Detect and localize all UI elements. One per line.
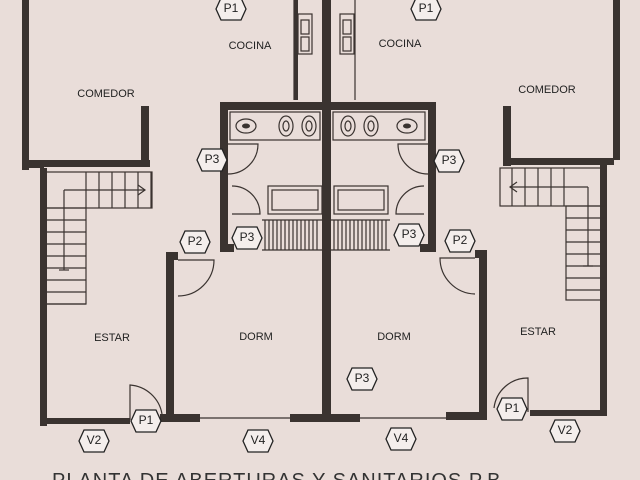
tag-v4-right: V4 [385,427,417,451]
room-label-estar-right: ESTAR [520,326,556,338]
svg-text:P3: P3 [442,153,457,167]
tag-p3-hall-left: P3 [231,226,263,250]
room-label-cocina-right: COCINA [379,38,422,50]
svg-text:P2: P2 [453,233,468,247]
tag-p1-top-left: P1 [215,0,247,21]
room-label-dorm-left: DORM [239,331,273,343]
tag-v2-right: V2 [549,419,581,443]
svg-text:P1: P1 [139,413,154,427]
room-label-dorm-right: DORM [377,331,411,343]
tag-p3-dorm: P3 [346,367,378,391]
tag-p3-bath-left: P3 [196,148,228,172]
svg-text:P1: P1 [505,401,520,415]
tag-v2-left: V2 [78,429,110,453]
room-label-comedor-left: COMEDOR [77,88,135,100]
svg-text:P1: P1 [419,1,434,15]
svg-text:P3: P3 [355,371,370,385]
svg-text:V4: V4 [251,433,266,447]
svg-text:V2: V2 [558,423,573,437]
svg-text:P3: P3 [402,227,417,241]
svg-text:V2: V2 [87,433,102,447]
tag-p3-bath-right: P3 [433,149,465,173]
bathroom-fixtures [229,111,426,215]
hall-hatching [262,219,390,251]
stairs-left [45,171,153,305]
tag-p1-bottom-left: P1 [130,409,162,433]
walls [22,0,620,426]
tag-p1-bottom-right: P1 [496,397,528,421]
tag-p2-right: P2 [444,229,476,253]
door-swings [129,143,529,420]
room-label-cocina-left: COCINA [229,40,272,52]
room-label-estar-left: ESTAR [94,332,130,344]
tag-p3-hall-right: P3 [393,223,425,247]
stairs-right [499,167,607,301]
svg-text:P1: P1 [224,1,239,15]
tag-p1-top-right: P1 [410,0,442,21]
svg-text:V4: V4 [394,431,409,445]
kitchen-sinks [297,13,355,55]
plan-title: PLANTA DE ABERTURAS Y SANITARIOS P.B. [52,470,508,480]
window-lines [50,0,600,421]
svg-text:P2: P2 [188,234,203,248]
tag-p2-left: P2 [179,230,211,254]
svg-text:P3: P3 [240,230,255,244]
room-labels: COCINA COCINA COMEDOR COMEDOR ESTAR ESTA… [77,38,576,344]
room-label-comedor-right: COMEDOR [518,84,576,96]
opening-tags: P1 P1 P3 P3 P2 P2 P3 P3 [78,0,581,453]
svg-text:P3: P3 [205,152,220,166]
tag-v4-left: V4 [242,429,274,453]
